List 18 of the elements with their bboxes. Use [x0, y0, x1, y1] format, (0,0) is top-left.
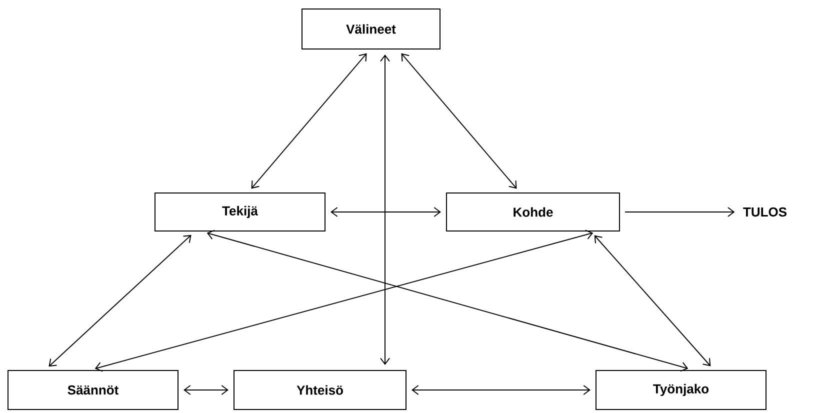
box: Kohde: [446, 192, 620, 232]
box: Yhteisö: [234, 370, 406, 410]
arrow: [401, 53, 517, 189]
arrow: [380, 54, 390, 365]
arrow: [594, 235, 711, 366]
arrow: [206, 230, 688, 372]
box: Tekijä: [154, 192, 326, 232]
arrow: [94, 230, 594, 372]
box: Työnjako: [596, 370, 766, 410]
arrow: [412, 385, 590, 395]
arrow: [184, 385, 228, 395]
arrow: [624, 207, 735, 217]
arrow: [48, 234, 192, 367]
box: Säännöt: [8, 370, 178, 410]
result-label: TULOS: [743, 207, 787, 217]
arrow: [330, 207, 441, 217]
arrow: [251, 53, 367, 189]
box: Välineet: [302, 8, 440, 50]
